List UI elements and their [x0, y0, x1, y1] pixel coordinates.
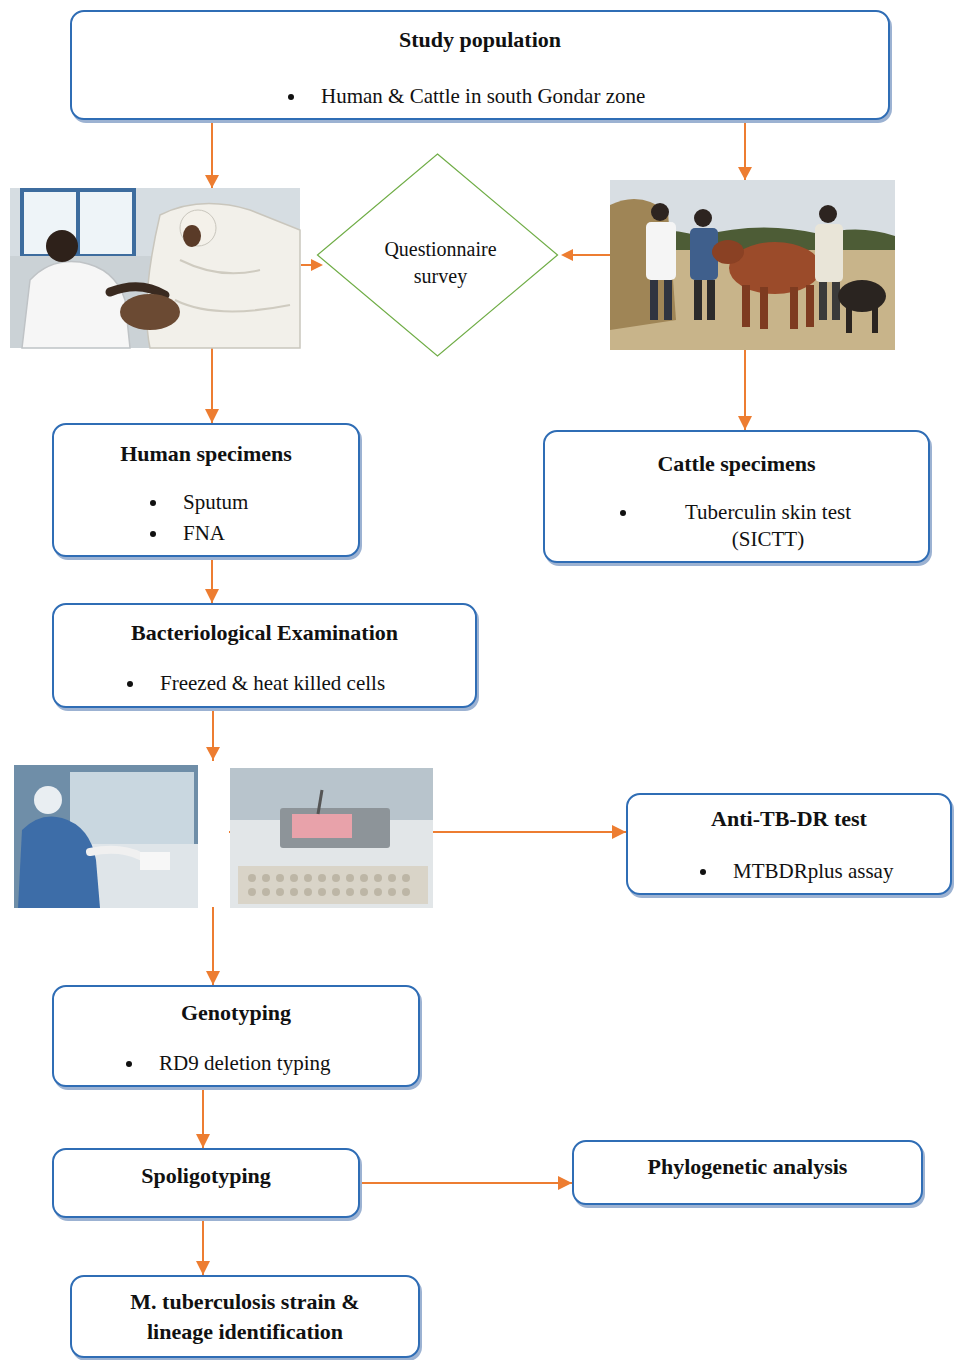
bullet-text: FNA	[183, 520, 225, 547]
photo-gap	[199, 761, 229, 907]
diamond-label: Questionnaire survey	[366, 236, 516, 290]
bullet-dot	[127, 681, 133, 687]
process-box: Spoligotyping	[52, 1148, 360, 1218]
bullet-row: Sputum	[150, 489, 350, 516]
bullet-dot	[150, 531, 156, 537]
box-heading: Study population	[80, 26, 880, 55]
flow-arrow	[211, 557, 213, 603]
process-box: GenotypingRD9 deletion typing	[52, 985, 420, 1087]
box-heading: Bacteriological Examination	[62, 619, 467, 648]
bullet-dot	[126, 1061, 132, 1067]
photo-lab-bench	[230, 768, 433, 908]
box-heading: Spoligotyping	[62, 1162, 350, 1191]
photo-biosafety-cabinet	[14, 765, 198, 908]
photo-human-sampling	[10, 188, 300, 348]
bullet-row: MTBDRplus assay	[700, 858, 942, 885]
bullet-row: Freezed & heat killed cells	[127, 670, 467, 697]
bullet-row: Human & Cattle in south Gondar zone	[288, 83, 880, 110]
bullet-row: RD9 deletion typing	[126, 1050, 410, 1077]
flow-arrow	[202, 1087, 204, 1148]
process-box: Bacteriological ExaminationFreezed & hea…	[52, 603, 477, 708]
box-heading: M. tuberculosis strain & lineage identif…	[102, 1287, 388, 1347]
process-box: M. tuberculosis strain & lineage identif…	[70, 1275, 420, 1358]
flow-arrow	[360, 1182, 572, 1184]
process-box: Phylogenetic analysis	[572, 1140, 923, 1205]
bullet-text: RD9 deletion typing	[159, 1050, 331, 1077]
box-heading: Human specimens	[62, 440, 350, 469]
bullet-row: Tuberculin skin test (SICTT)	[620, 499, 920, 554]
flow-arrow	[202, 1218, 204, 1275]
diamond-shape	[317, 154, 557, 356]
bullet-dot	[620, 510, 626, 516]
bullet-text: Tuberculin skin test (SICTT)	[653, 499, 883, 554]
bullet-text: Freezed & heat killed cells	[160, 670, 385, 697]
photo-arrow-line	[572, 254, 610, 256]
process-box: Human specimensSputumFNA	[52, 423, 360, 557]
photo-cattle-testing	[610, 180, 895, 350]
bullet-text: Human & Cattle in south Gondar zone	[321, 83, 645, 110]
process-box: Cattle specimensTuberculin skin test (SI…	[543, 430, 930, 563]
photo-arrow-line	[301, 264, 312, 266]
box-heading: Phylogenetic analysis	[582, 1153, 913, 1182]
process-box: Anti-TB-DR testMTBDRplus assay	[626, 793, 952, 895]
bullet-dot	[700, 869, 706, 875]
box-heading: Genotyping	[62, 999, 410, 1028]
bullet-dot	[288, 94, 294, 100]
decision-diamond: Questionnaire survey	[315, 152, 560, 358]
bullet-text: Sputum	[183, 489, 248, 516]
bullet-dot	[150, 500, 156, 506]
box-heading: Anti-TB-DR test	[636, 805, 942, 834]
bullet-text: MTBDRplus assay	[733, 858, 893, 885]
bullet-row: FNA	[150, 520, 350, 547]
box-heading: Cattle specimens	[553, 450, 920, 479]
process-box: Study populationHuman & Cattle in south …	[70, 10, 890, 120]
